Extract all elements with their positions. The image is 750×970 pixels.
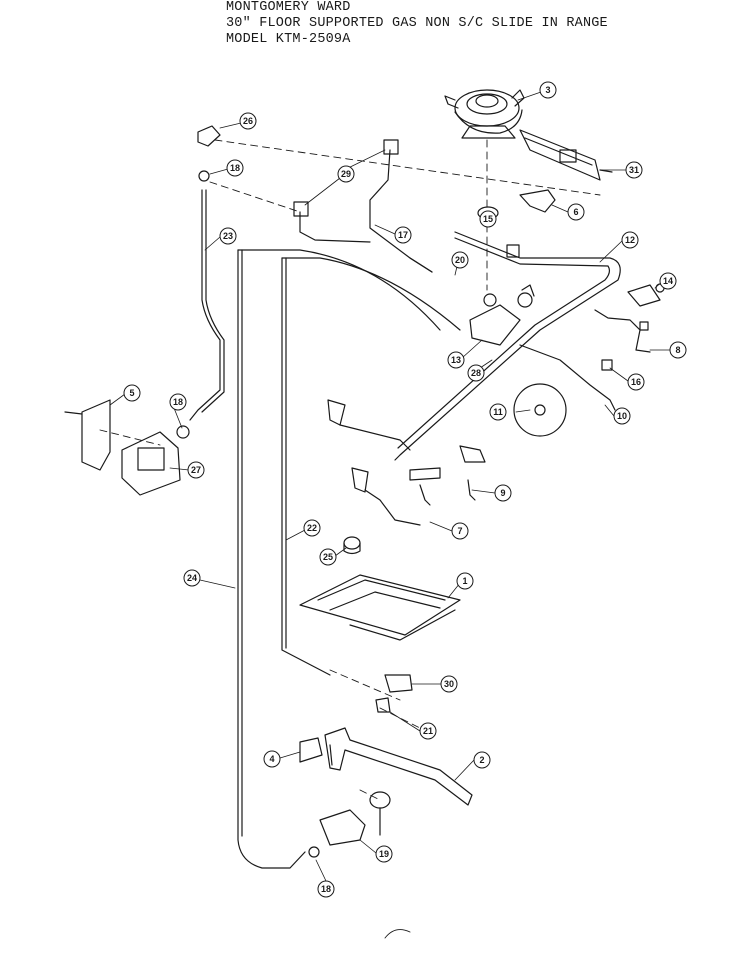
svg-text:26: 26 <box>243 116 253 126</box>
svg-text:12: 12 <box>625 235 635 245</box>
mounting-clip <box>519 189 556 213</box>
svg-text:18: 18 <box>173 397 183 407</box>
header-description: 30" FLOOR SUPPORTED GAS NON S/C SLIDE IN… <box>226 16 608 31</box>
left-burner-orifices <box>327 399 421 526</box>
callout-5: 5 <box>123 384 141 402</box>
callout-19: 19 <box>375 845 393 863</box>
burner-valve-cluster <box>469 284 535 346</box>
svg-text:4: 4 <box>269 754 274 764</box>
svg-text:6: 6 <box>573 207 578 217</box>
callout-4: 4 <box>263 750 281 768</box>
callout-11: 11 <box>489 403 507 421</box>
callout-12: 12 <box>621 231 639 249</box>
callout-8: 8 <box>669 341 687 359</box>
header-model: MODEL KTM-2509A <box>226 32 351 47</box>
pressure-regulator <box>121 425 190 496</box>
flame-spreader-small <box>343 536 361 555</box>
oven-burner <box>324 727 473 806</box>
callout-28: 28 <box>467 364 485 382</box>
svg-text:13: 13 <box>451 355 461 365</box>
elbow-fitting <box>197 125 221 182</box>
callout-22: 22 <box>303 519 321 537</box>
svg-text:18: 18 <box>230 163 240 173</box>
valve-14 <box>627 283 665 307</box>
burner-cap <box>513 383 567 437</box>
burner-bracket <box>299 737 323 763</box>
callout-31: 31 <box>625 161 643 179</box>
burner-head <box>444 89 525 139</box>
svg-text:28: 28 <box>471 368 481 378</box>
callout-21: 21 <box>419 722 437 740</box>
svg-text:7: 7 <box>457 526 462 536</box>
callout-1: 1 <box>456 572 474 590</box>
callout-leaders <box>109 91 671 882</box>
svg-text:25: 25 <box>323 552 333 562</box>
center-valves <box>409 445 486 506</box>
svg-text:16: 16 <box>631 377 641 387</box>
valve-bracket <box>81 399 111 471</box>
callout-18-mid: 18 <box>169 393 187 411</box>
svg-text:21: 21 <box>423 726 433 736</box>
callout-14: 14 <box>659 272 677 290</box>
manifold-pipe <box>394 231 621 461</box>
svg-text:18: 18 <box>321 884 331 894</box>
svg-text:15: 15 <box>483 214 493 224</box>
assembly-guide-lines <box>99 139 601 801</box>
svg-text:14: 14 <box>663 276 673 286</box>
callout-10: 10 <box>613 407 631 425</box>
callout-30: 30 <box>440 675 458 693</box>
header-brand: MONTGOMERY WARD <box>226 0 351 15</box>
pilot-tube <box>369 149 433 273</box>
burner-tube-8 <box>594 309 651 353</box>
svg-text:11: 11 <box>493 407 503 417</box>
broiler-tube <box>281 257 331 676</box>
callout-25: 25 <box>319 548 337 566</box>
svg-text:2: 2 <box>479 755 484 765</box>
callout-6: 6 <box>567 203 585 221</box>
callout-15: 15 <box>479 210 497 228</box>
svg-text:19: 19 <box>379 849 389 859</box>
callout-3: 3 <box>539 81 557 99</box>
callout-18-top: 18 <box>226 159 244 177</box>
ignitor-bracket <box>519 129 613 181</box>
svg-text:9: 9 <box>500 488 505 498</box>
svg-text:31: 31 <box>629 165 639 175</box>
svg-text:23: 23 <box>223 231 233 241</box>
svg-text:30: 30 <box>444 679 454 689</box>
svg-text:24: 24 <box>187 573 197 583</box>
svg-text:29: 29 <box>341 169 351 179</box>
callout-29: 29 <box>337 165 355 183</box>
callout-24: 24 <box>183 569 201 587</box>
svg-text:10: 10 <box>617 411 627 421</box>
igniter-bracket <box>384 674 413 693</box>
signature-mark <box>384 929 411 939</box>
callout-17: 17 <box>394 226 412 244</box>
callout-20: 20 <box>451 251 469 269</box>
supply-tube <box>189 189 221 421</box>
svg-text:20: 20 <box>455 255 465 265</box>
svg-text:5: 5 <box>129 388 134 398</box>
callout-18-bottom: 18 <box>317 880 335 898</box>
oven-safety-valve <box>308 791 391 858</box>
callout-27: 27 <box>187 461 205 479</box>
svg-text:8: 8 <box>675 345 680 355</box>
callout-13: 13 <box>447 351 465 369</box>
svg-text:17: 17 <box>398 230 408 240</box>
callout-9: 9 <box>494 484 512 502</box>
svg-text:1: 1 <box>462 576 467 586</box>
svg-text:3: 3 <box>545 85 550 95</box>
svg-text:22: 22 <box>307 523 317 533</box>
diagram-header: MONTGOMERY WARD 30" FLOOR SUPPORTED GAS … <box>226 0 608 48</box>
flame-spreader <box>299 574 461 641</box>
callout-markers: 3 26 18 29 31 6 15 17 12 23 20 14 13 28 … <box>123 81 687 898</box>
callout-23: 23 <box>219 227 237 245</box>
callout-2: 2 <box>473 751 491 769</box>
callout-26: 26 <box>239 112 257 130</box>
oven-tube <box>237 249 306 869</box>
svg-text:27: 27 <box>191 465 201 475</box>
callout-16: 16 <box>627 373 645 391</box>
callout-7: 7 <box>451 522 469 540</box>
